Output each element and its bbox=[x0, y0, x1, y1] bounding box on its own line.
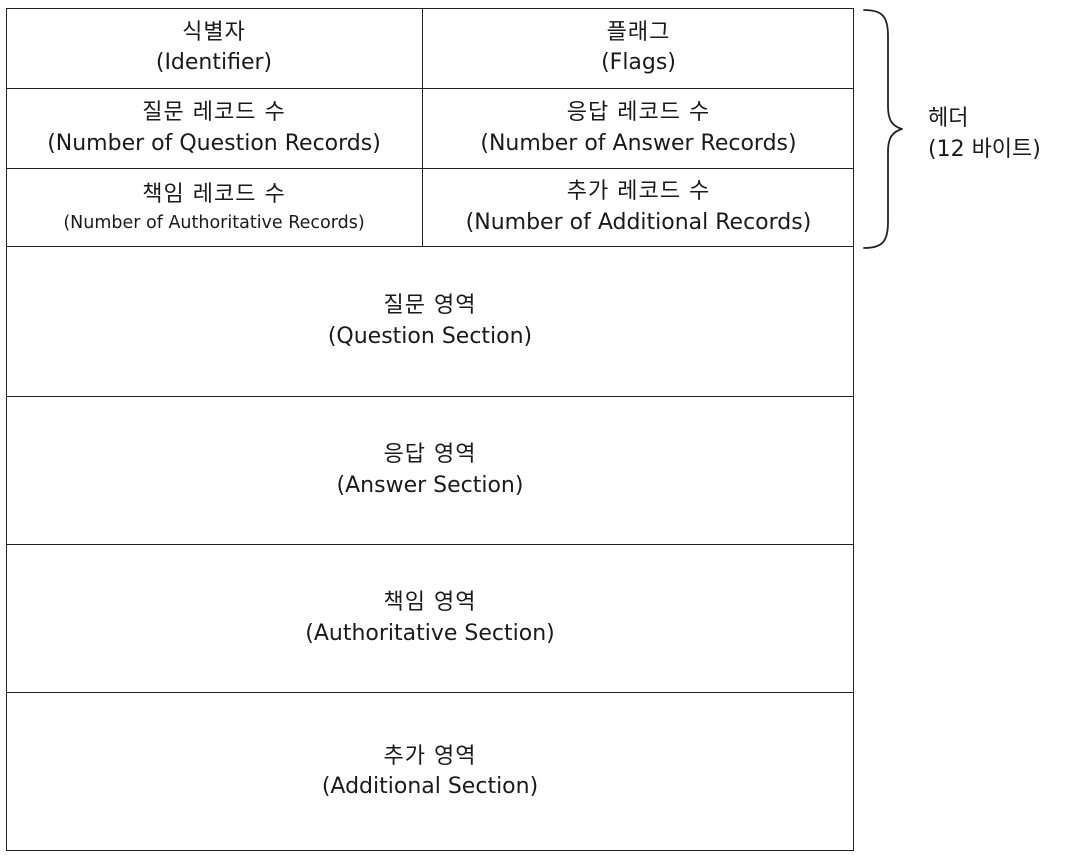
answer-count-field: 응답 레코드 수 (Number of Answer Records) bbox=[423, 89, 854, 168]
authoritative-section: 책임 영역 (Authoritative Section) bbox=[6, 545, 854, 692]
authoritative-section-label-en: (Authoritative Section) bbox=[305, 620, 555, 646]
additional-section-label-ko: 추가 영역 bbox=[383, 743, 477, 769]
additional-count-label-en: (Number of Additional Records) bbox=[465, 209, 812, 235]
additional-section: 추가 영역 (Additional Section) bbox=[6, 693, 854, 851]
divider-header-column bbox=[422, 8, 423, 247]
question-count-label-ko: 질문 레코드 수 bbox=[142, 100, 286, 126]
additional-section-label-en: (Additional Section) bbox=[321, 774, 539, 799]
question-section: 질문 영역 (Question Section) bbox=[6, 247, 854, 396]
divider-header-end bbox=[6, 246, 854, 247]
divider-question-section bbox=[6, 396, 854, 397]
answer-count-label-ko: 응답 레코드 수 bbox=[566, 100, 711, 126]
divider-answer-section bbox=[6, 544, 854, 545]
answer-section-label-en: (Answer Section) bbox=[336, 472, 524, 498]
answer-count-label-en: (Number of Answer Records) bbox=[480, 130, 797, 156]
additional-count-field: 추가 레코드 수 (Number of Additional Records) bbox=[423, 169, 854, 246]
identifier-label-ko: 식별자 bbox=[182, 19, 246, 45]
header-label-size: (12 바이트) bbox=[928, 136, 1041, 162]
authoritative-count-label-en: (Number of Authoritative Records) bbox=[63, 212, 365, 233]
question-section-label-ko: 질문 영역 bbox=[383, 293, 477, 319]
identifier-label-en: (Identifier) bbox=[155, 50, 273, 75]
authoritative-count-field: 책임 레코드 수 (Number of Authoritative Record… bbox=[6, 169, 422, 246]
header-brace-icon bbox=[863, 9, 903, 249]
divider-header-row2 bbox=[6, 168, 854, 169]
header-label-title: 헤더 bbox=[928, 106, 969, 131]
flags-field: 플래그 (Flags) bbox=[423, 8, 854, 88]
answer-section: 응답 영역 (Answer Section) bbox=[6, 397, 854, 544]
question-count-field: 질문 레코드 수 (Number of Question Records) bbox=[6, 89, 422, 168]
question-section-label-en: (Question Section) bbox=[327, 323, 533, 349]
identifier-field: 식별자 (Identifier) bbox=[6, 8, 422, 88]
divider-header-row1 bbox=[6, 88, 854, 89]
flags-label-en: (Flags) bbox=[601, 50, 676, 75]
flags-label-ko: 플래그 bbox=[606, 19, 671, 45]
additional-count-label-ko: 추가 레코드 수 bbox=[566, 179, 711, 205]
authoritative-count-label-ko: 책임 레코드 수 bbox=[142, 182, 286, 208]
answer-section-label-ko: 응답 영역 bbox=[383, 442, 477, 468]
header-size-label: 헤더 (12 바이트) bbox=[928, 104, 1041, 166]
question-count-label-en: (Number of Question Records) bbox=[47, 130, 381, 156]
authoritative-section-label-ko: 책임 영역 bbox=[383, 590, 477, 616]
dns-message-diagram bbox=[6, 8, 854, 851]
divider-authoritative-section bbox=[6, 692, 854, 693]
